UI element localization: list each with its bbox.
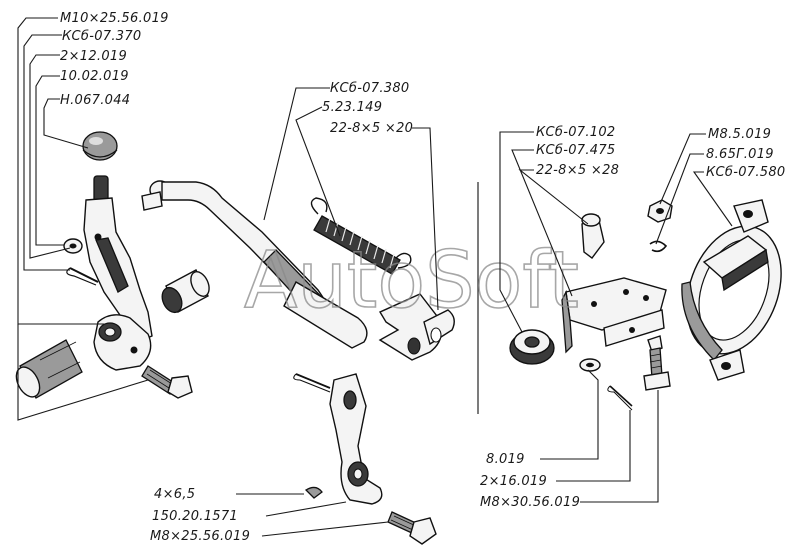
label-4x6-5: 4×6,5 [154,487,195,502]
part-cotter-pin-middle [293,373,331,393]
label-m8-5-019: M8.5.019 [708,127,771,142]
label-ksb-07-580: КСб-07.580 [706,165,786,180]
part-sleeve [15,339,83,399]
label-150-20-1571: 150.20.1571 [152,509,238,524]
part-bracket [561,277,667,354]
label-m10x25-56-019: M10×25.56.019 [60,11,169,26]
part-control-rod [141,180,368,349]
label-ksb-07-475: КСб-07.475 [536,143,616,158]
part-pin-22-8x5x28 [581,213,605,259]
part-cap-nut [82,131,118,161]
label-8-019: 8.019 [486,452,525,467]
part-cotter-pin-left [66,267,99,286]
label-ksb-07-380: КСб-07.380 [330,81,410,96]
label-8-65g-019: 8.65Г.019 [706,147,774,162]
label-h-067-044: Н.067.044 [60,93,130,108]
part-bolt-m8x25-bottom [387,511,437,545]
label-2x12-019: 2×12.019 [60,49,127,64]
part-clamp-ring [681,199,782,381]
leader-lines [17,17,733,537]
label-22-8x5x28: 22-8×5 ×28 [536,163,619,178]
part-spring-washer [649,240,668,253]
label-5-23-149: 5.23.149 [322,100,382,115]
part-lever-150-20-1571 [329,373,383,505]
label-ksb-07-370: КСб-07.370 [62,29,142,44]
part-tension-spring [310,197,412,275]
part-labels: M10×25.56.019 КСб-07.370 2×12.019 10.02.… [60,11,786,544]
part-pulley [509,329,555,365]
label-10-02-019: 10.02.019 [60,69,129,84]
label-m8x25-56-019: M8×25.56.019 [150,529,250,544]
part-bolt-m8x25-top [141,365,193,399]
part-washer-small [63,238,83,254]
part-main-lever [83,175,153,371]
part-washer-8 [579,358,601,372]
part-bolt-m8x30 [643,335,671,391]
part-bushing [161,269,210,314]
label-ksb-07-102: КСб-07.102 [536,125,616,140]
part-key-4x6-5 [304,486,323,499]
part-pin-22-8x5x20 [423,309,455,346]
label-m8x30-56-019: M8×30.56.019 [480,495,580,510]
watermark-text: AutoSoft [244,236,579,326]
label-22-8x5x20: 22-8×5 ×20 [330,121,413,136]
label-2x16-019: 2×16.019 [480,474,547,489]
part-cotter-pin-right [607,385,633,411]
